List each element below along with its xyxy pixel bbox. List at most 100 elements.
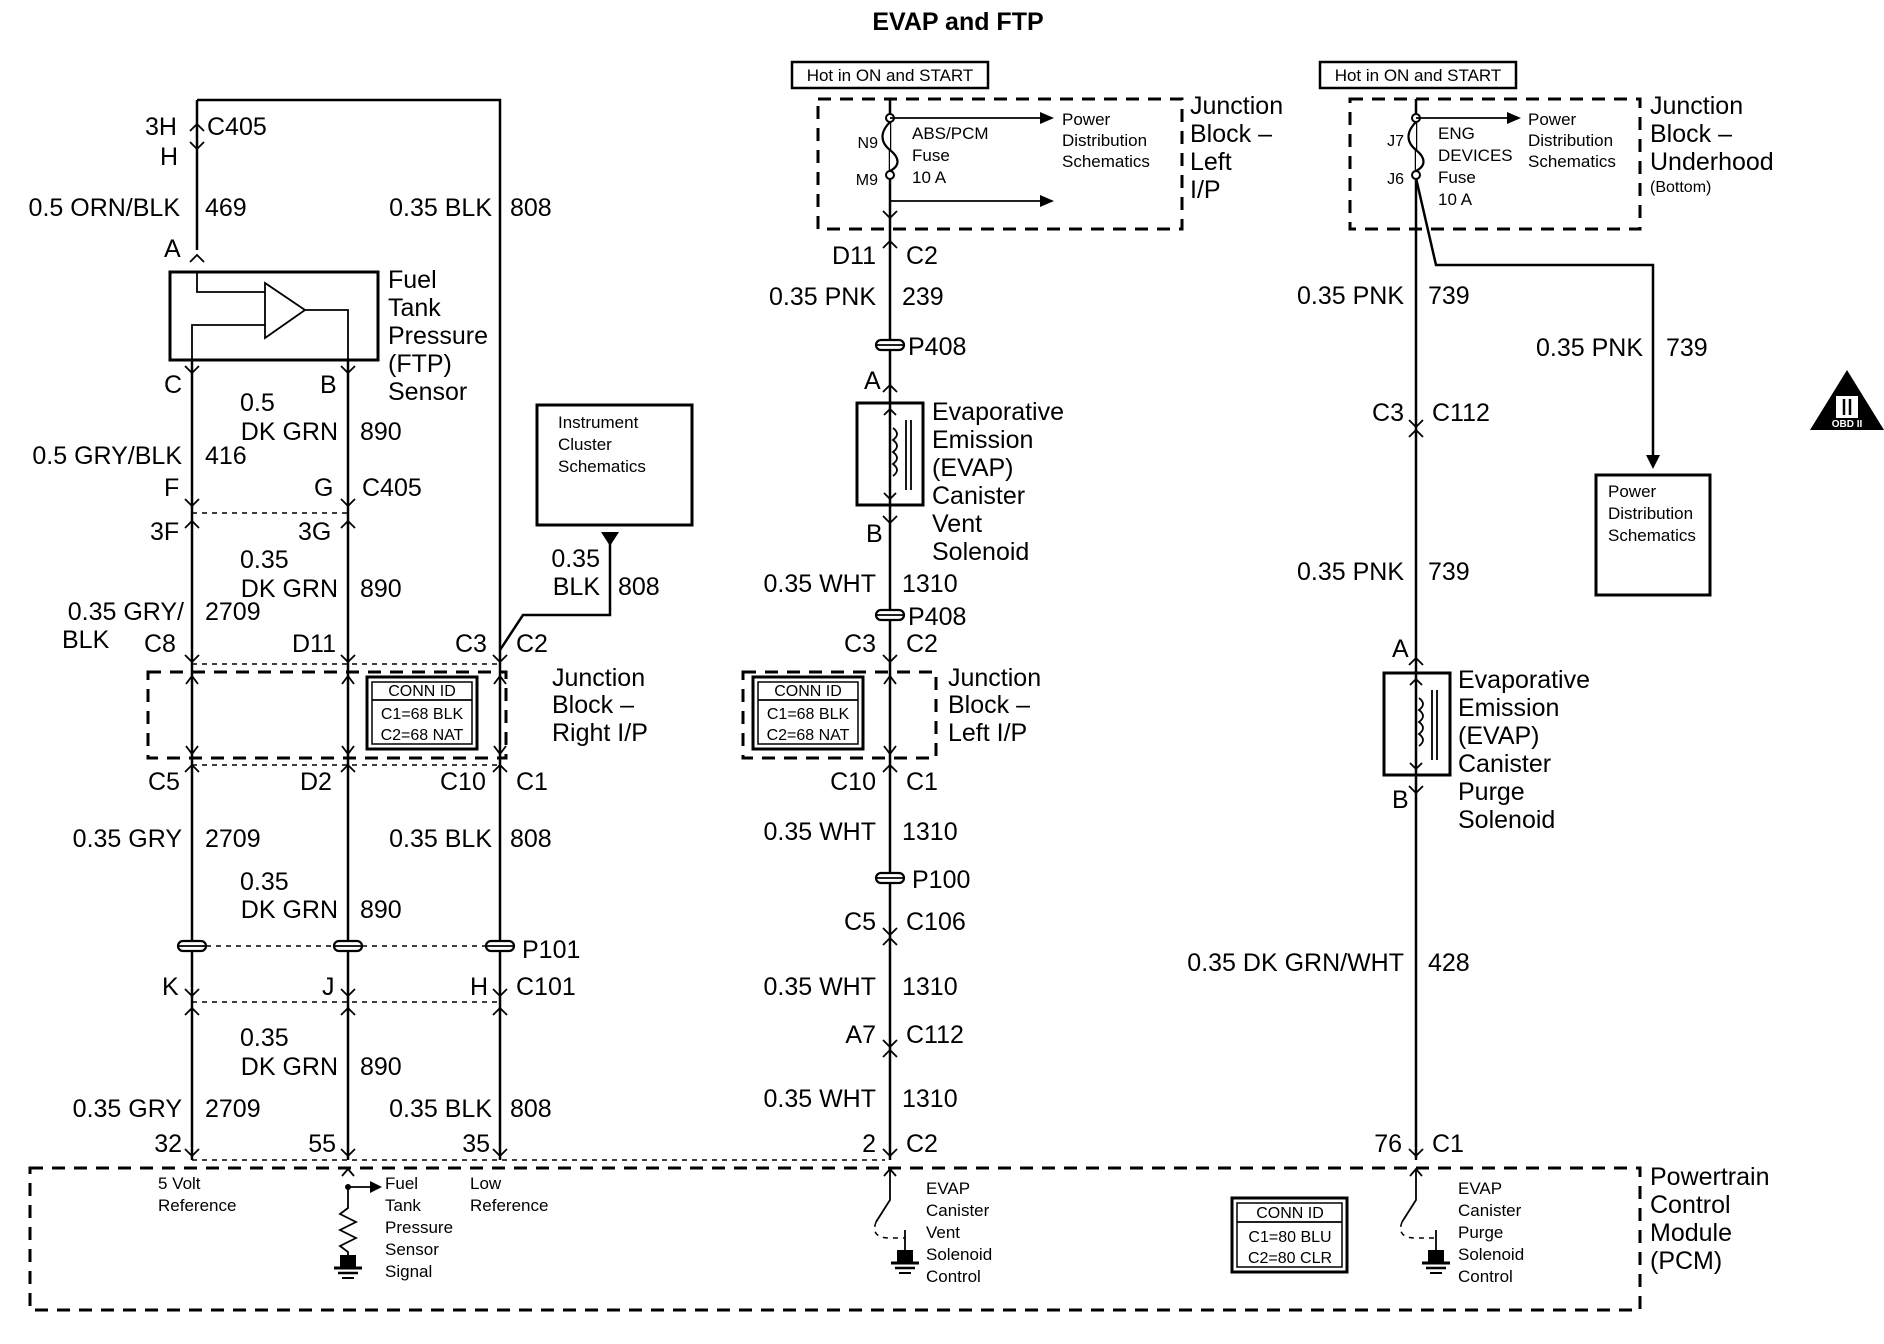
vent-jb-name-2: Block – [948,691,1030,719]
fuse-abs-pcm-icon [881,121,899,172]
wire-2709-b-label: 0.35 GRY [73,825,183,853]
hot-label-right: Hot in ON and START [1335,66,1502,85]
diagram-title: EVAP and FTP [872,8,1043,36]
pcm-purge-1: EVAP [1458,1179,1502,1198]
wire-808-b-label: 0.35 BLK [389,825,492,853]
jb-left-top-name-3: Left [1190,148,1232,176]
power-dist-right-2: Distribution [1528,131,1613,150]
wire-2709-a-label2: BLK [62,626,110,654]
jb-left-top-name-4: I/P [1190,176,1221,204]
purge-c112-pin: C3 [1372,399,1404,427]
pcm-conn-title: CONN ID [1256,1205,1324,1222]
wire-890-c-color: DK GRN [241,896,338,924]
conn-c405-mid: C405 [362,474,422,502]
wire-1310-b-label: 0.35 WHT [763,818,876,846]
pcm-signal-4: Sensor [385,1240,439,1259]
jb-left-top-name-2: Block – [1190,120,1272,148]
power-dist-left-1: Power [1062,110,1111,129]
obd-ii-text: OBD II [1832,419,1863,430]
conn-3h: 3H [145,113,177,141]
pin-g: G [314,474,333,502]
wire-890-a-color: DK GRN [241,418,338,446]
wire-808-c-label: 0.35 BLK [389,1095,492,1123]
pcm-pin-55: 55 [308,1130,336,1158]
purge-solenoid-box [1382,671,1452,777]
conn-c405-top: C405 [207,113,267,141]
pin-c5: C5 [148,768,180,796]
wire-890-d-gauge: 0.35 [240,1024,289,1052]
purge-name-2: Emission [1458,694,1559,722]
vent-c106-conn: C106 [906,908,966,936]
fuse-abs-name-2: Fuse [912,146,950,165]
pin-3g: 3G [298,518,331,546]
conn-id-left-c1: C1=68 BLK [767,706,850,723]
wire-2709-c-label: 0.35 GRY [73,1095,183,1123]
wire-808-label-top: 0.35 BLK [389,194,492,222]
wire-890-c-num: 890 [360,896,402,924]
pcm-vent-4: Solenoid [926,1245,992,1264]
ftp-resistor-icon [337,1187,359,1266]
jb-right-name-1: Junction [552,664,645,692]
pcm-name-3: Module [1650,1219,1732,1247]
wire-890-b-num: 890 [360,575,402,603]
vent-c112-conn: C112 [906,1021,964,1049]
wire-416-num: 416 [205,442,247,470]
wire-808-num-top: 808 [510,194,552,222]
hot-label-left: Hot in ON and START [807,66,974,85]
jb-underhood-sub: (Bottom) [1650,179,1711,196]
pin-f: F [164,474,179,502]
wire-1310-b-num: 1310 [902,818,958,846]
wire-2709-a-num: 2709 [205,598,261,626]
vent-jb-name-1: Junction [948,664,1041,692]
pin-c1: C1 [516,768,548,796]
vent-name-5: Vent [932,510,982,538]
pcm-purge-5: Control [1458,1267,1513,1286]
pin-c2: C2 [516,630,548,658]
pcm-conn-c1: C1=80 BLU [1248,1229,1331,1246]
wire-428-label: 0.35 DK GRN/WHT [1187,949,1404,977]
junction-block-left-ip-mid [741,670,938,760]
splice-p408-a: P408 [908,333,966,361]
pcm-vent-2: Canister [926,1201,990,1220]
pin-c8: C8 [144,630,176,658]
pin-a-ftp: A [164,235,181,263]
power-dist-box-3: Schematics [1608,526,1696,545]
pcm-box [28,1166,1642,1312]
vent-pcm-conn-c2: C2 [906,1130,938,1158]
pcm-name-4: (PCM) [1650,1247,1722,1275]
ground-icon-ftp [340,1255,356,1267]
power-dist-right-1: Power [1528,110,1577,129]
power-dist-left-3: Schematics [1062,152,1150,171]
conn-id-left-c2: C2=68 NAT [767,727,850,744]
pin-c3: C3 [455,630,487,658]
pcm-low-2: Reference [470,1196,548,1215]
ftp-sensor-name-3: Pressure [388,322,488,350]
pcm-low-1: Low [470,1174,502,1193]
vent-jb-pin-c3: C3 [844,630,876,658]
pin-m9: M9 [856,172,878,189]
wire-1310-a-num: 1310 [902,570,958,598]
pin-c-ftp: C [164,371,182,399]
jb-right-name-2: Block – [552,691,634,719]
cluster-label-1: Instrument [558,413,639,432]
wire-1310-d-num: 1310 [902,1085,958,1113]
purge-c112-conn: C112 [1432,399,1490,427]
pcm-vent-1: EVAP [926,1179,970,1198]
pin-k: K [162,973,179,1001]
pin-3f: 3F [150,518,179,546]
pin-h: H [160,143,178,171]
purge-control-switch-icon [1401,1169,1417,1223]
fuse-eng-name-3: Fuse [1438,168,1476,187]
pcm-signal-3: Pressure [385,1218,453,1237]
cluster-label-3: Schematics [558,457,646,476]
signal-arrow-icon [370,1181,382,1193]
power-dist-box-2: Distribution [1608,504,1693,523]
pin-h-c101: H [470,973,488,1001]
vent-jb-pin-c10: C10 [830,768,876,796]
vent-name-4: Canister [932,482,1025,510]
pcm-pin-32: 32 [154,1130,182,1158]
purge-pin-b: B [1392,786,1409,814]
fuse-abs-name-3: 10 A [912,168,947,187]
jb-underhood-name-3: Underhood [1650,148,1774,176]
